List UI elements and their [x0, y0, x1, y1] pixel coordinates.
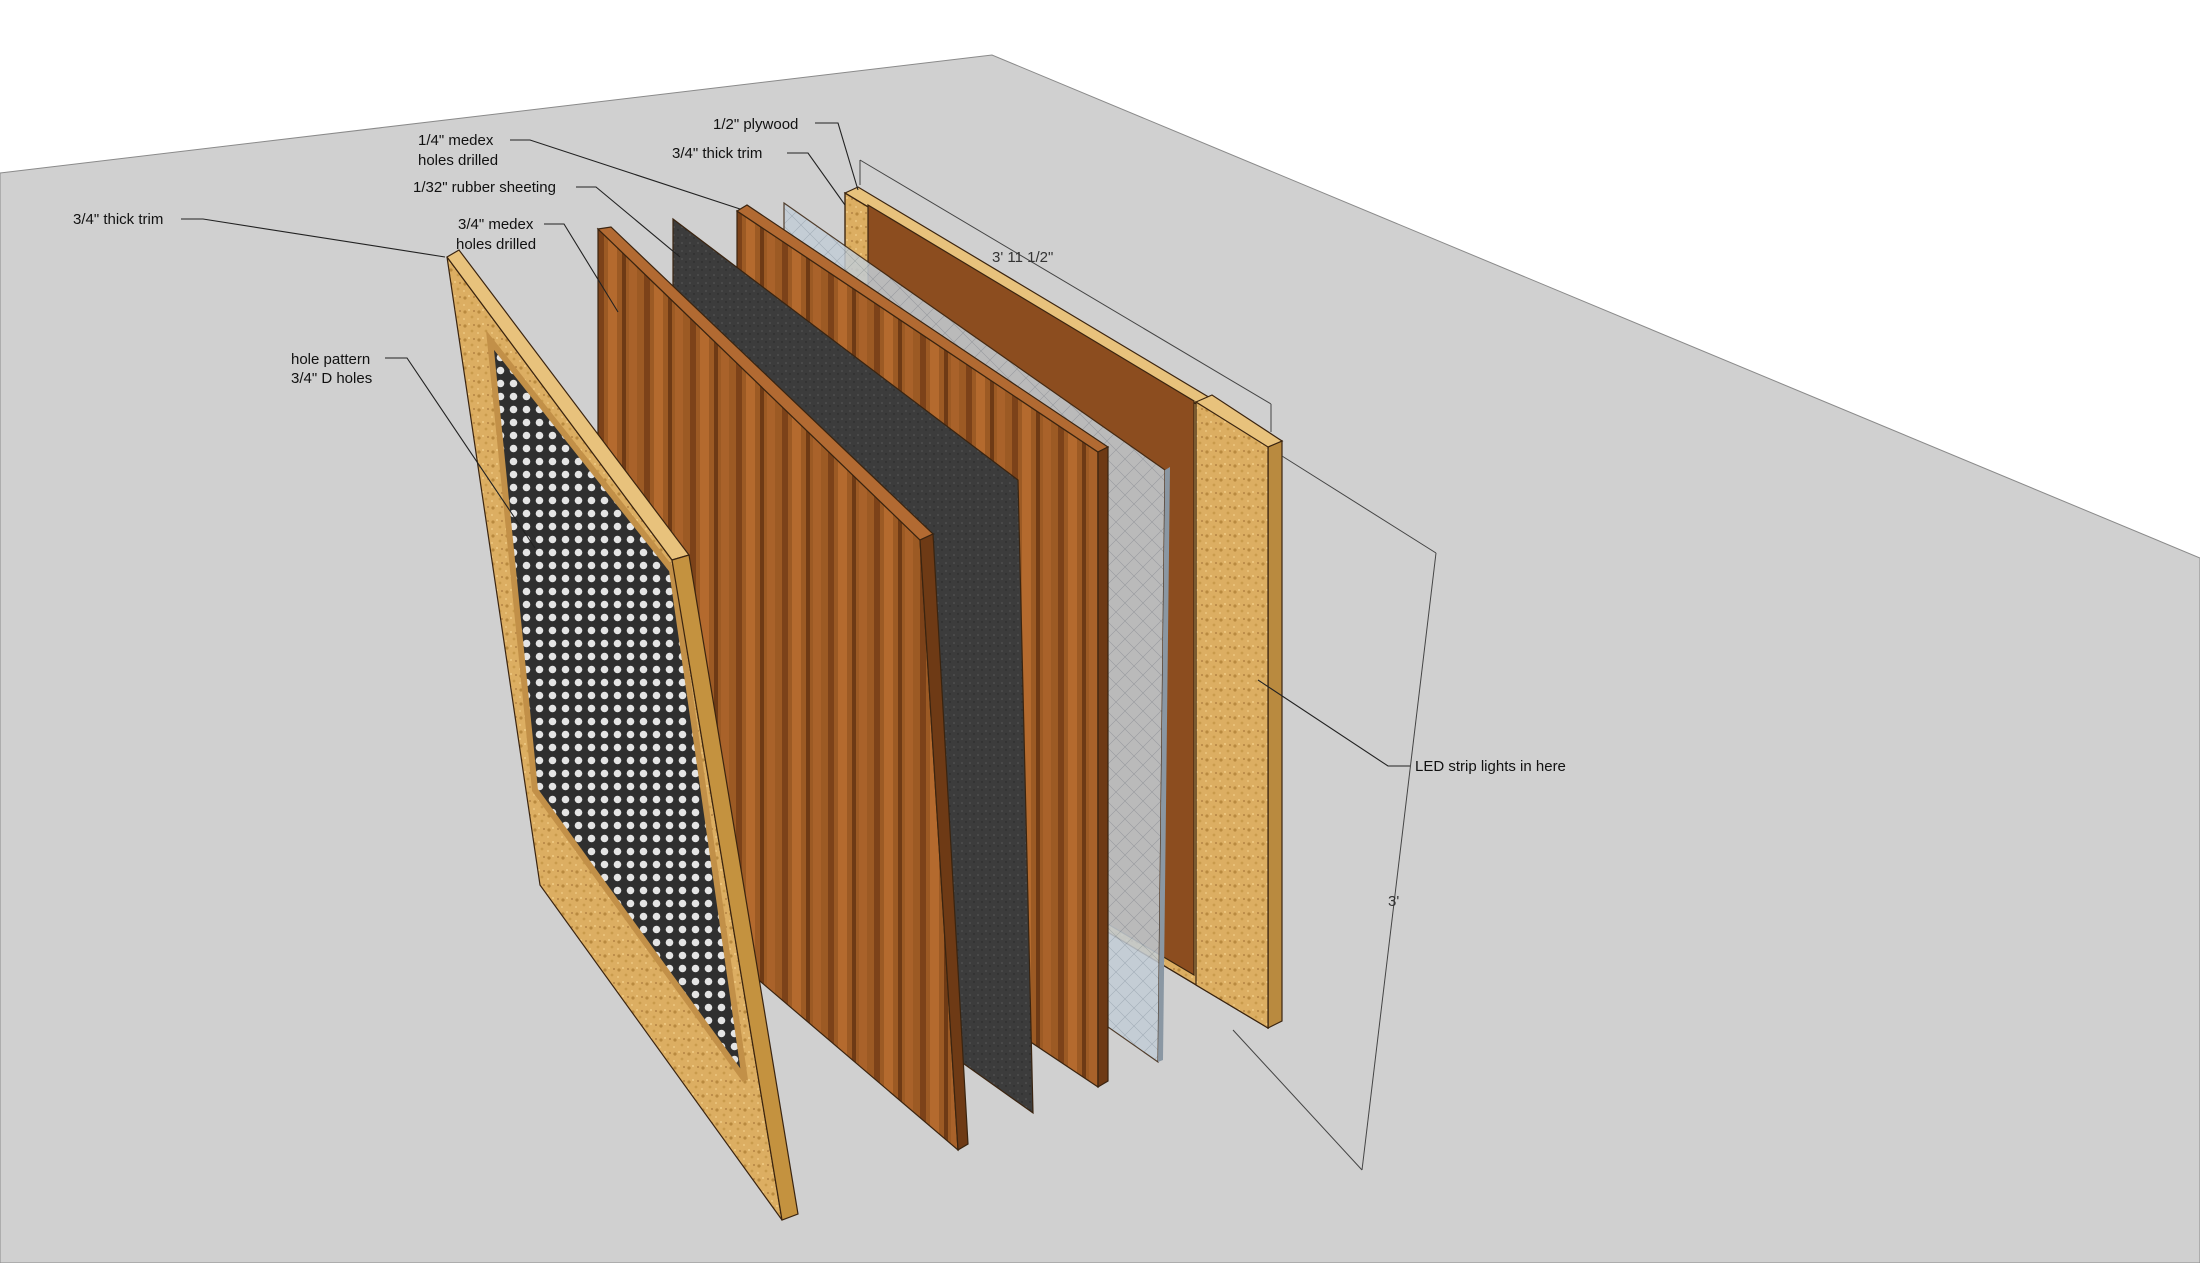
label-back-trim: 3/4" thick trim — [672, 145, 762, 162]
front-trim-frame — [446, 249, 799, 1221]
label-half-plywood: 1/2" plywood — [713, 116, 798, 133]
label-front-trim: 3/4" thick trim — [73, 211, 163, 228]
dimension-height: 3' — [1388, 893, 1399, 910]
label-led-strip: LED strip lights in here — [1415, 758, 1566, 775]
label-quarter-medex-holes: holes drilled — [418, 152, 498, 169]
label-rubber-sheeting: 1/32" rubber sheeting — [413, 179, 556, 196]
label-hole-diameter: 3/4" D holes — [291, 370, 372, 387]
label-hole-pattern: hole pattern — [291, 351, 370, 368]
label-quarter-medex: 1/4" medex — [418, 132, 494, 149]
label-three-quarter-medex-holes: holes drilled — [456, 236, 536, 253]
dimension-lines — [859, 159, 1437, 1171]
leader-lines — [181, 122, 1410, 767]
dimension-width: 3' 11 1/2" — [992, 249, 1053, 266]
label-three-quarter-medex: 3/4" medex — [458, 216, 534, 233]
